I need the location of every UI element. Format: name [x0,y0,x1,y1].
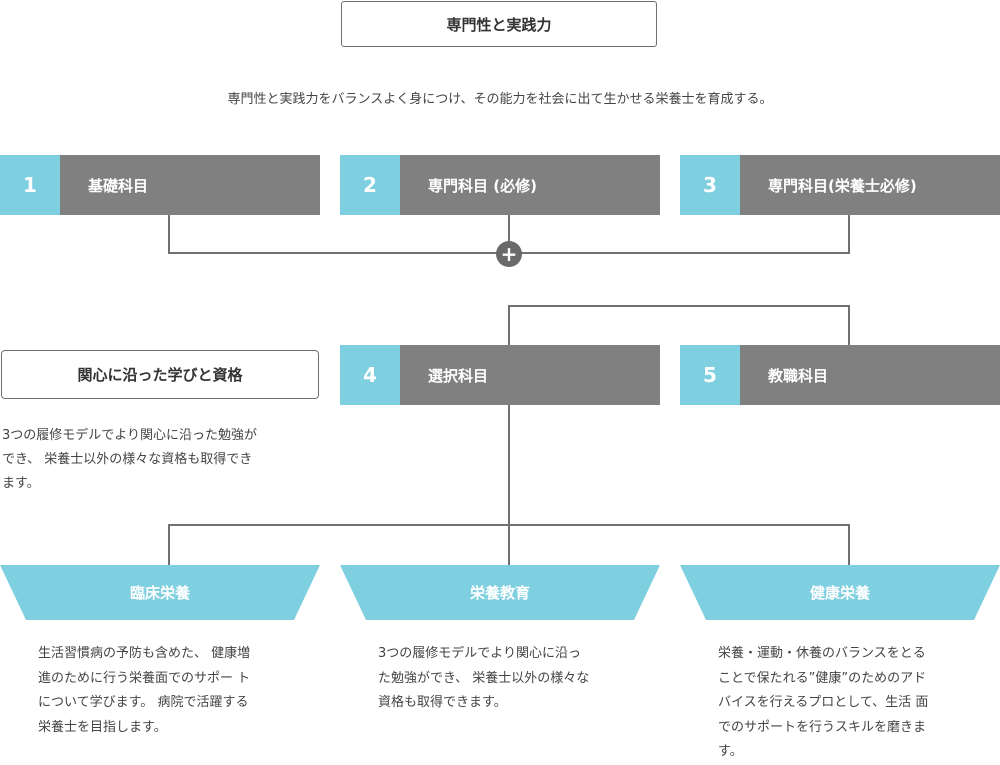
course-banner-shape [340,565,660,620]
desc-line: ます。 [2,476,40,491]
course-clinical: 臨床栄養 [0,565,320,620]
interest-title: 関心に沿った学びと資格 [1,350,319,399]
course-health-description: 栄養・運動・休養のバランスをとる ことで保たれる”健康”のためのアド バイスを行… [718,642,980,765]
subject-name: 教職科目 [740,345,1000,405]
subject-name: 選択科目 [400,345,660,405]
desc-line: 進のために行う栄養面でのサポー ト [38,670,251,686]
course-name: 臨床栄養 [129,584,190,602]
interest-description: 3つの履修モデルでより関心に沿った勉強が でき、 栄養士以外の様々な資格も取得で… [2,424,320,496]
page-title: 専門性と実践力 [341,1,657,47]
course-name: 健康栄養 [809,584,870,602]
desc-line: 資格も取得できます。 [378,695,507,710]
desc-line: でのサポートを行うスキルを磨きま [718,719,927,735]
subject-dietitian-required: 3 専門科目(栄養士必修) [680,155,1000,215]
course-health: 健康栄養 [680,565,1000,620]
course-banner-shape [0,565,320,620]
desc-line: す。 [718,744,743,759]
subject-name: 基礎科目 [60,155,320,215]
subject-number: 3 [680,155,740,215]
desc-line: 栄養士を目指します。 [38,719,167,735]
course-name: 栄養教育 [469,584,530,602]
desc-line: 3つの履修モデルでより関心に沿った勉強が [2,428,258,443]
course-education-description: 3つの履修モデルでより関心に沿っ た勉強ができ、 栄養士以外の様々な 資格も取得… [378,642,640,716]
plus-icon: + [496,241,522,267]
subject-number: 5 [680,345,740,405]
course-clinical-description: 生活習慣病の予防も含めた、 健康増 進のために行う栄養面でのサポー ト について… [38,642,300,740]
subject-elective: 4 選択科目 [340,345,660,405]
course-banner-shape [680,565,1000,620]
course-education: 栄養教育 [340,565,660,620]
intro-text: 専門性と実践力をバランスよく身につけ、その能力を社会に出て生かせる栄養士を育成す… [227,92,773,107]
subject-name: 専門科目 (必修) [400,155,660,215]
connector-electives [508,305,850,345]
desc-line: バイスを行えるプロとして、生活 面 [718,695,929,710]
desc-line: 生活習慣病の予防も含めた、 健康増 [38,646,251,661]
subject-number: 2 [340,155,400,215]
desc-line: ことで保たれる”健康”のためのアド [718,670,927,686]
connector-courses [168,524,850,565]
desc-line: について学びます。 病院で活躍する [38,695,249,710]
subject-number: 4 [340,345,400,405]
desc-line: でき、 栄養士以外の様々な資格も取得でき [2,452,253,467]
desc-line: た勉強ができ、 栄養士以外の様々な [378,670,590,686]
desc-line: 栄養・運動・休養のバランスをとる [718,646,926,661]
desc-line: 3つの履修モデルでより関心に沿っ [378,646,582,661]
subject-major-required: 2 専門科目 (必修) [340,155,660,215]
subject-number: 1 [0,155,60,215]
subject-basic: 1 基礎科目 [0,155,320,215]
subject-teaching: 5 教職科目 [680,345,1000,405]
subject-name: 専門科目(栄養士必修) [740,155,1000,215]
